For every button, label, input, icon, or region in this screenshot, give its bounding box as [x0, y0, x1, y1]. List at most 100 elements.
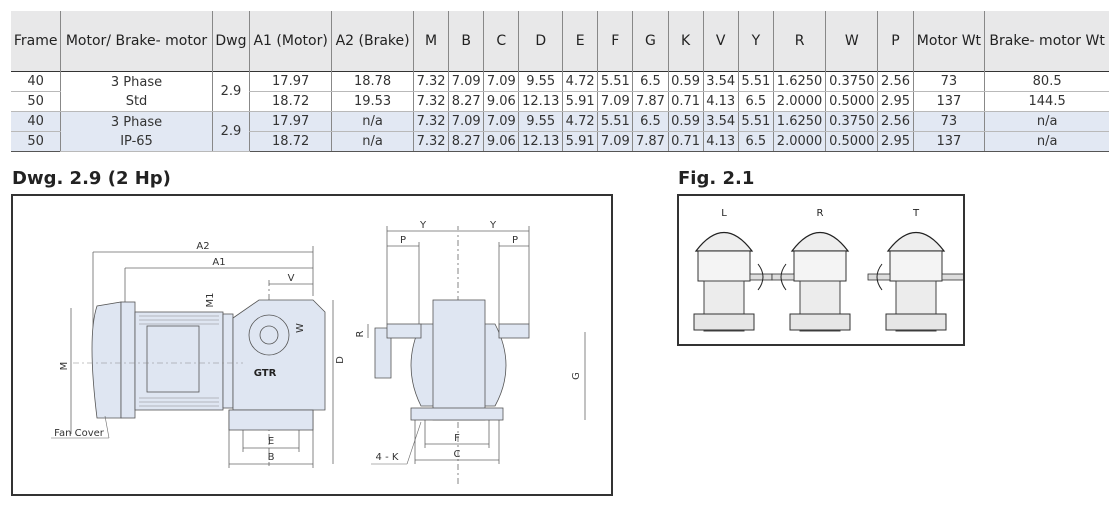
label-g: G	[571, 372, 582, 380]
cell-value: 2.0000	[772, 131, 826, 152]
column-header: B	[448, 11, 484, 72]
gearbox-foot	[228, 409, 314, 431]
column-header: G	[632, 11, 668, 72]
shaft-right	[498, 323, 530, 339]
cell-value: 5.51	[597, 71, 633, 92]
label-b: B	[268, 452, 275, 463]
cell-value: 12.13	[518, 131, 563, 152]
cell-value: 7.09	[448, 71, 484, 92]
cell-value: 2.56	[877, 71, 914, 92]
label-m1: M1	[205, 293, 216, 308]
cell-value: n/a	[984, 131, 1109, 152]
cell-value: 4.72	[562, 111, 598, 132]
terminal-box	[146, 325, 200, 393]
cell-value: n/a	[331, 111, 414, 132]
label-p-left: P	[400, 235, 406, 246]
cell-value: 3.54	[702, 71, 739, 92]
cell-frame: 50	[11, 131, 61, 152]
cell-value: 7.32	[412, 111, 449, 132]
cell-value: 1.6250	[772, 71, 826, 92]
cell-value: 7.09	[483, 71, 519, 92]
motor-type-line: 3 Phase	[110, 74, 163, 90]
cell-value: 9.06	[483, 131, 519, 152]
column-header: M	[412, 11, 449, 72]
label-4k: 4 - K	[376, 452, 399, 463]
cell-value: 2.95	[877, 131, 914, 152]
cell-value: 1.6250	[772, 111, 826, 132]
cell-value: 73	[912, 111, 985, 132]
cell-value: 0.59	[667, 71, 704, 92]
housing-center	[432, 299, 486, 421]
motor-type-line: 3 Phase	[110, 114, 163, 130]
cell-value: 19.53	[331, 91, 414, 112]
label-p-right: P	[512, 235, 518, 246]
column-header: R	[772, 11, 826, 72]
column-header: Brake- motor Wt	[984, 11, 1109, 72]
label-a1: A1	[212, 257, 225, 268]
cell-value: n/a	[331, 131, 414, 152]
column-header: A1 (Motor)	[249, 11, 332, 72]
cell-value: 18.72	[249, 91, 332, 112]
cell-value: 0.5000	[825, 91, 878, 112]
cell-value: 5.51	[737, 71, 774, 92]
rotation-arrow-icon	[876, 263, 883, 291]
mount-foot	[789, 313, 851, 331]
gear-housing-upper	[697, 250, 751, 282]
column-header: V	[702, 11, 739, 72]
cell-value: 5.91	[562, 131, 598, 152]
label-fan-cover: Fan Cover	[54, 428, 105, 439]
cell-value: 0.3750	[825, 111, 878, 132]
column-header: D	[518, 11, 563, 72]
mounting-view-l: L	[693, 208, 773, 332]
cell-value: 7.32	[412, 131, 449, 152]
fan-cover-shape	[91, 301, 122, 419]
cell-value: 2.0000	[772, 91, 826, 112]
cell-value: 0.71	[667, 131, 704, 152]
cell-dwg: 2.9	[211, 111, 250, 152]
cell-value: 9.55	[518, 71, 563, 92]
column-header: P	[877, 11, 914, 72]
brand-logo: GTR	[254, 368, 277, 379]
column-header: K	[667, 11, 704, 72]
cell-value: 137	[912, 131, 985, 152]
cell-value: 3.54	[702, 111, 739, 132]
cell-value: 6.5	[632, 71, 668, 92]
cell-frame: 50	[11, 91, 61, 112]
cell-dwg: 2.9	[211, 71, 250, 112]
cell-value: 18.78	[331, 71, 414, 92]
cell-value: 7.09	[597, 91, 633, 112]
column-header: Y	[737, 11, 774, 72]
cell-value: 2.95	[877, 91, 914, 112]
view-label: T	[912, 208, 920, 219]
cell-value: 137	[912, 91, 985, 112]
motor-fan-housing	[694, 232, 754, 252]
view-label: R	[817, 208, 824, 219]
label-d: D	[335, 356, 346, 364]
rotation-arrow-icon	[757, 263, 764, 291]
shaft	[749, 273, 773, 281]
cell-value: 144.5	[984, 91, 1109, 112]
label-e: E	[268, 436, 274, 447]
column-header: Frame	[11, 11, 61, 72]
cell-value: 8.27	[448, 91, 484, 112]
cell-value: 0.59	[667, 111, 704, 132]
label-f: F	[454, 433, 460, 444]
view-label: L	[721, 208, 727, 219]
column-header: Motor/ Brake- motor	[60, 11, 213, 72]
drawing-panel: GTR A2 A1 V M1 W M D E B Fan Cover	[11, 194, 613, 496]
cell-value: 6.5	[737, 91, 774, 112]
label-m: M	[59, 362, 70, 371]
cell-value: 8.27	[448, 131, 484, 152]
motor-type-line: Std	[125, 93, 148, 109]
rotation-arrow-icon	[780, 263, 787, 291]
column-header: F	[597, 11, 633, 72]
cell-value: 9.55	[518, 111, 563, 132]
